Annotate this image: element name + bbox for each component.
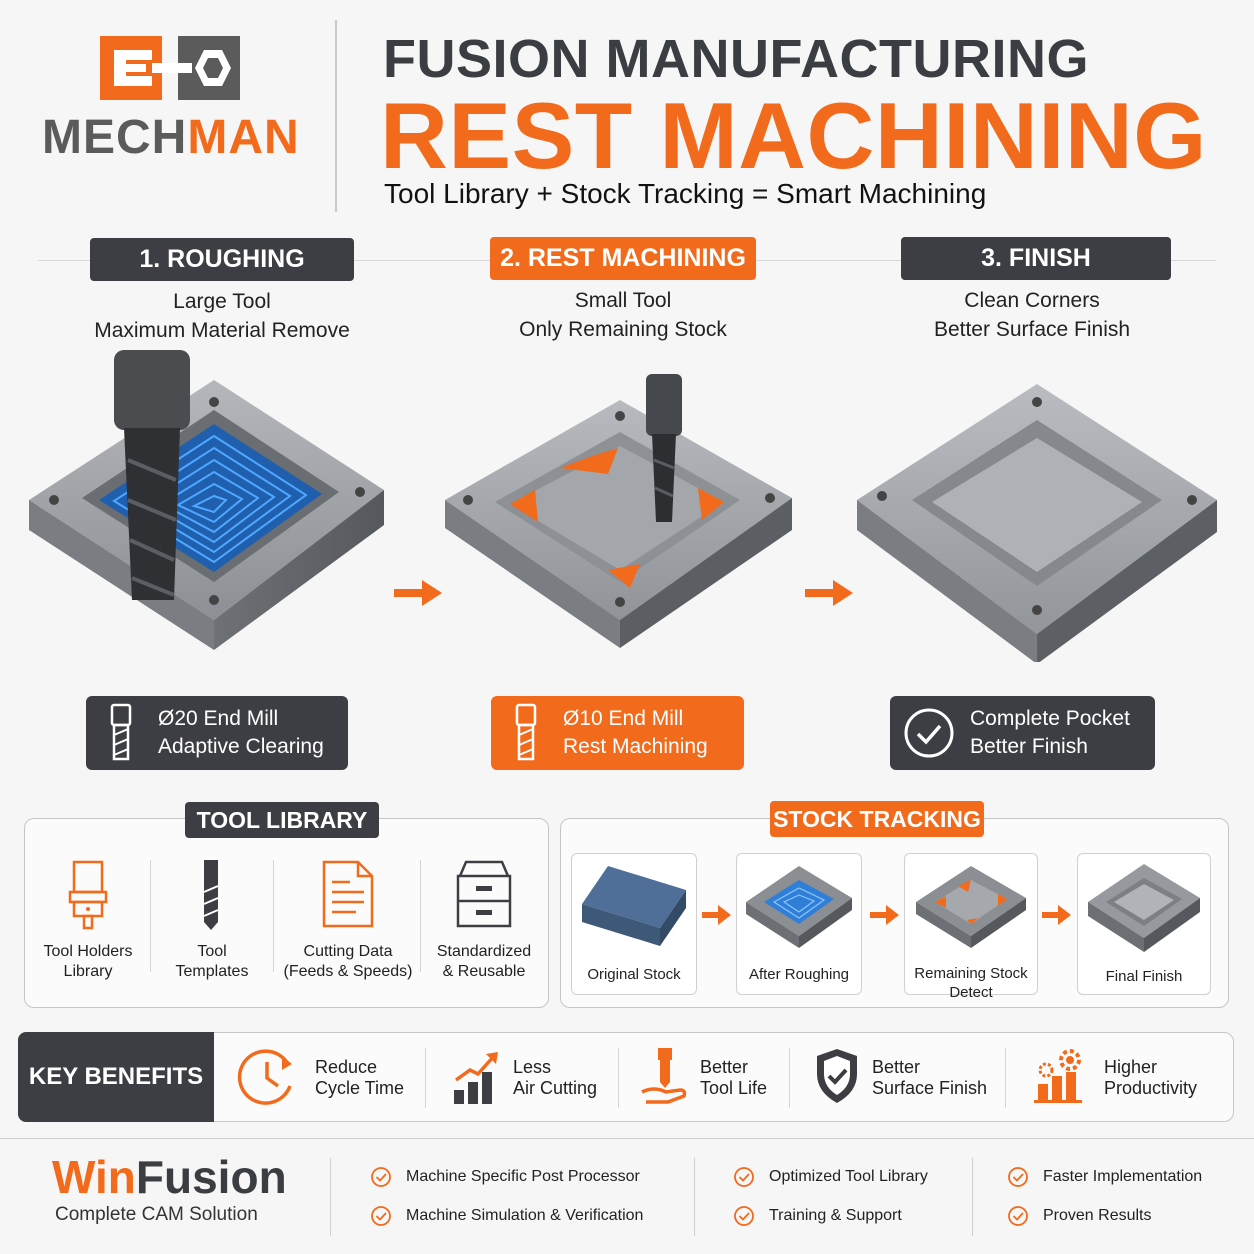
tool-hand-icon: [641, 1048, 687, 1104]
check-circle-icon: [734, 1206, 754, 1226]
remaining-stock-illustration: [916, 866, 1026, 948]
end-mill-icon: [110, 703, 132, 761]
header-divider: [335, 20, 337, 212]
stock-tracking-title: STOCK TRACKING: [770, 801, 984, 837]
original-stock-illustration: [582, 866, 686, 946]
check-circle-icon: [904, 708, 954, 758]
brand-name: MECHMAN: [42, 111, 300, 164]
check-circle-icon: [1008, 1206, 1028, 1226]
feature-item: Faster Implementation: [1007, 1165, 1202, 1189]
check-circle-icon: [371, 1206, 391, 1226]
arrow-right-icon: [805, 580, 853, 606]
feature-item: Machine Specific Post Processor: [370, 1165, 640, 1189]
step-badge-finish: 3. FINISH: [901, 237, 1171, 280]
lib-item-standardized: Standardized& Reusable: [436, 943, 532, 980]
check-circle-icon: [371, 1167, 391, 1187]
drill-bit-icon: [203, 860, 219, 930]
arrow-right-icon: [1042, 905, 1071, 925]
divider: [150, 860, 151, 972]
winfusion-tagline: Complete CAM Solution: [55, 1204, 258, 1225]
arrow-right-icon: [702, 905, 731, 925]
final-finish-illustration: [1088, 864, 1200, 952]
winfusion-logo: WinFusion: [52, 1151, 287, 1203]
divider: [694, 1158, 695, 1236]
divider: [425, 1048, 426, 1108]
cabinet-icon: [456, 860, 512, 928]
end-mill-icon: [515, 703, 537, 761]
growth-chart-icon: [454, 1052, 498, 1104]
key-benefits-bar: [18, 1032, 1234, 1122]
shield-check-icon: [817, 1049, 857, 1103]
divider: [273, 860, 274, 972]
arrow-right-icon: [394, 580, 442, 606]
divider: [330, 1158, 331, 1236]
divider: [972, 1158, 973, 1236]
finished-part-illustration: [857, 384, 1217, 662]
title-line-1: FUSION MANUFACTURING: [383, 29, 1089, 89]
clock-icon: [237, 1049, 292, 1105]
document-icon: [322, 860, 374, 928]
gear-chart-icon: [1034, 1049, 1082, 1103]
rest-machining-part-illustration: [445, 374, 792, 648]
divider: [420, 860, 421, 972]
step-badge-roughing: 1. ROUGHING: [90, 238, 354, 281]
roughing-part-illustration: [29, 350, 384, 650]
divider: [1005, 1048, 1006, 1108]
key-benefits-title: KEY BENEFITS: [18, 1032, 214, 1122]
lib-item-cutting-data: Cutting Data(Feeds & Speeds): [283, 943, 413, 980]
tool-library-title: TOOL LIBRARY: [185, 802, 379, 838]
stock-label-final: Final Finish: [1105, 968, 1183, 985]
check-circle-icon: [1008, 1167, 1028, 1187]
mechman-logo-icon: [100, 36, 240, 100]
stock-label-after-roughing: After Roughing: [748, 966, 850, 983]
roughed-stock-illustration: [746, 866, 852, 948]
check-circle-icon: [734, 1167, 754, 1187]
feature-item: Optimized Tool Library: [733, 1165, 928, 1189]
step-badge-rest-machining: 2. REST MACHINING: [490, 237, 756, 280]
feature-item: Machine Simulation & Verification: [370, 1204, 643, 1228]
subtitle: Tool Library + Stock Tracking = Smart Ma…: [384, 178, 987, 209]
divider: [789, 1048, 790, 1108]
title-line-2: REST MACHINING: [380, 83, 1207, 188]
footer-rule: [0, 1138, 1254, 1139]
arrow-right-icon: [870, 905, 899, 925]
feature-item: Training & Support: [733, 1204, 902, 1228]
tool-library-panel: [24, 818, 549, 1008]
feature-item: Proven Results: [1007, 1204, 1152, 1228]
tool-holder-icon: [68, 860, 108, 930]
stock-label-original: Original Stock: [587, 966, 681, 983]
divider: [618, 1048, 619, 1108]
